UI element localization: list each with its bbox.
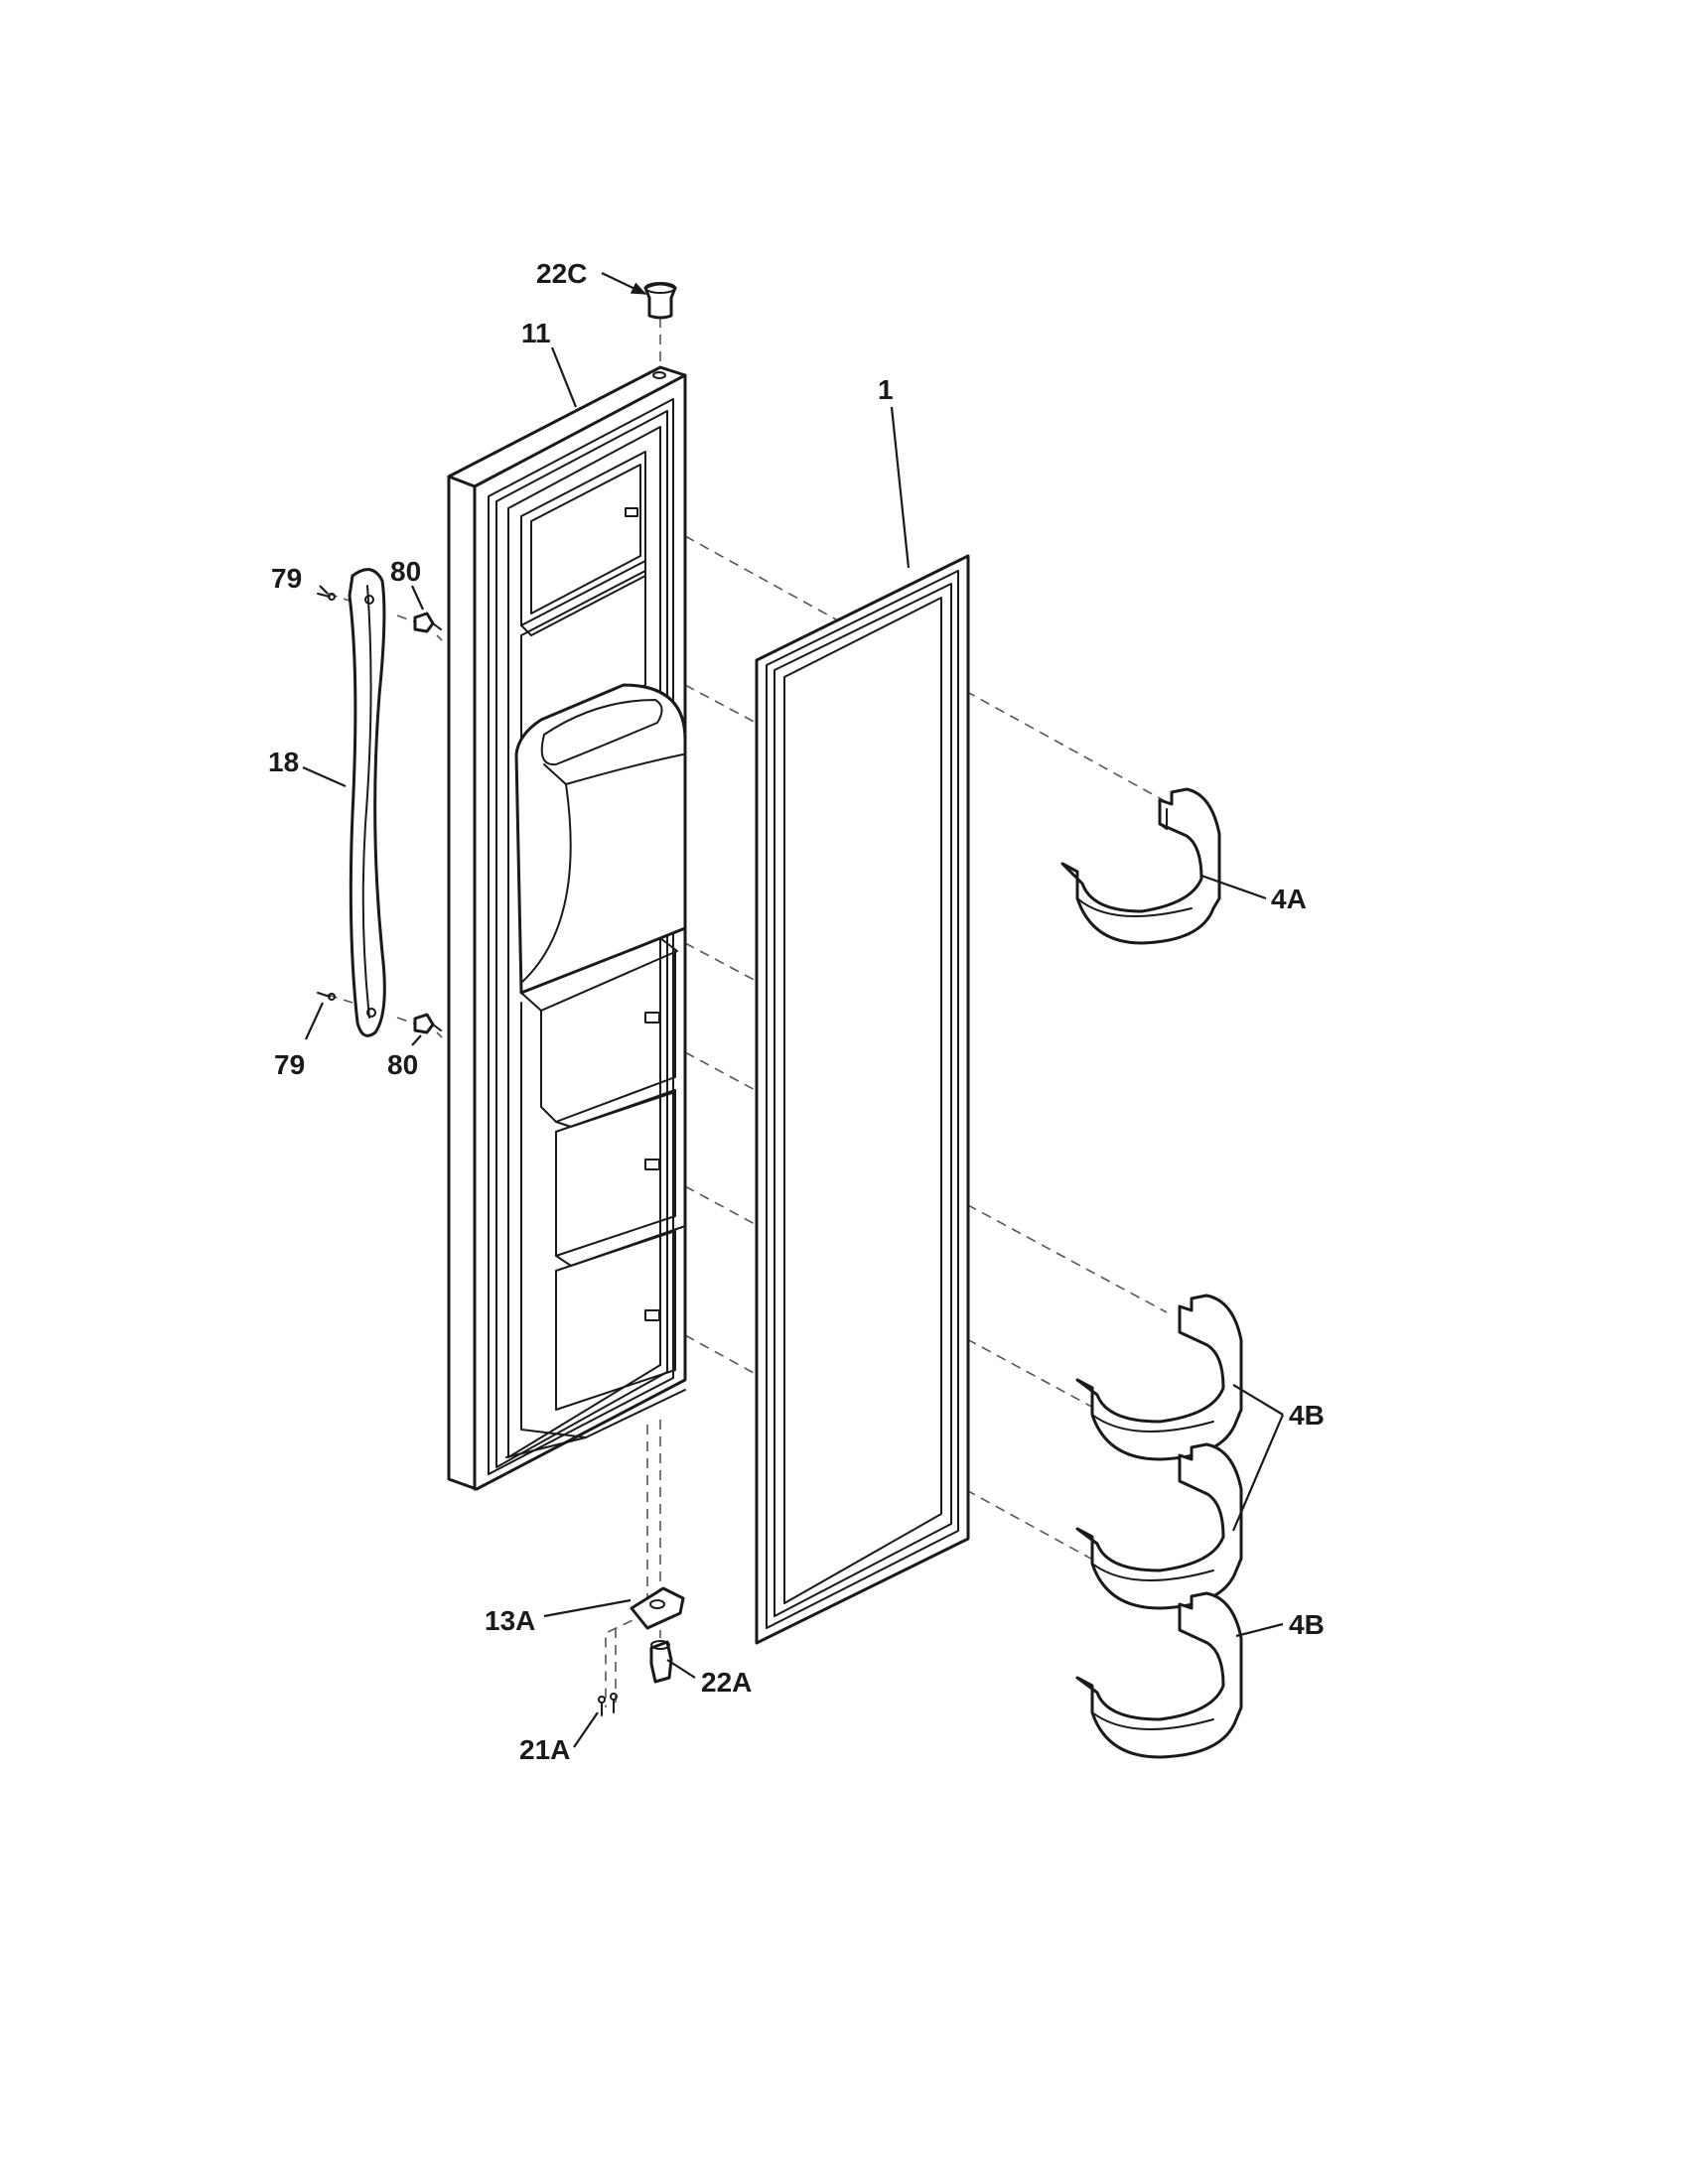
bottom-hinge-bracket [630,1586,685,1630]
label-22c: 22C [536,258,587,289]
label-22a: 22A [701,1667,752,1698]
label-1: 1 [878,374,894,405]
handle-screw-bottom [317,992,336,1001]
label-79-bottom: 79 [274,1049,305,1080]
hinge-screws [598,1693,618,1716]
mounting-stud-bottom [413,1013,442,1034]
label-79-top: 79 [271,563,302,594]
label-13a: 13A [485,1605,535,1636]
bottom-hinge-pin [649,1640,673,1684]
label-21a: 21A [519,1734,570,1765]
door-bin-4a [1060,787,1221,945]
label-80-bottom: 80 [387,1049,418,1080]
top-hinge-pin [643,282,677,320]
leader-lines [302,272,1285,1748]
label-80-top: 80 [390,556,421,587]
door-outer-panel [447,365,687,1491]
label-18: 18 [268,747,299,777]
label-4b-single: 4B [1289,1609,1325,1640]
door-bin-4b-middle [1075,1442,1243,1610]
mounting-stud-top [413,612,442,633]
callout-labels: 22C 11 1 79 80 18 4A 79 80 4B 4B 13A 22A… [268,258,1325,1765]
door-handle [348,568,386,1037]
door-gasket [755,554,970,1645]
label-11: 11 [521,318,551,348]
door-bin-4b-lower [1075,1591,1243,1759]
label-4a: 4A [1271,884,1307,914]
label-4b-pair: 4B [1289,1400,1325,1431]
door-bin-4b-upper [1075,1294,1243,1461]
handle-screw-top [317,593,336,601]
